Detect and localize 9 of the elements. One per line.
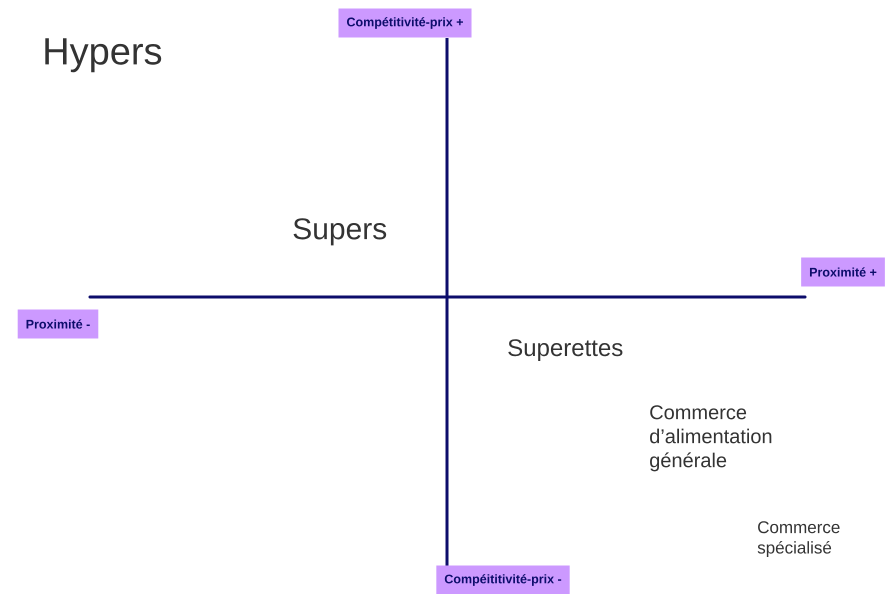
axis-label: Proximité + [801, 258, 885, 286]
category-label: Hypers [45, 38, 162, 72]
category-label: Commerce spécialisé [758, 521, 840, 557]
axis-label: Proximité - [18, 310, 98, 338]
axis-label: Compéititivité-prix - [436, 566, 570, 594]
category-label: Supers [294, 218, 386, 246]
axis-label: Compétitivité-prix + [338, 8, 472, 38]
category-label: Commerce d’alimentation générale [650, 405, 772, 472]
category-label: Superettes [508, 339, 622, 361]
